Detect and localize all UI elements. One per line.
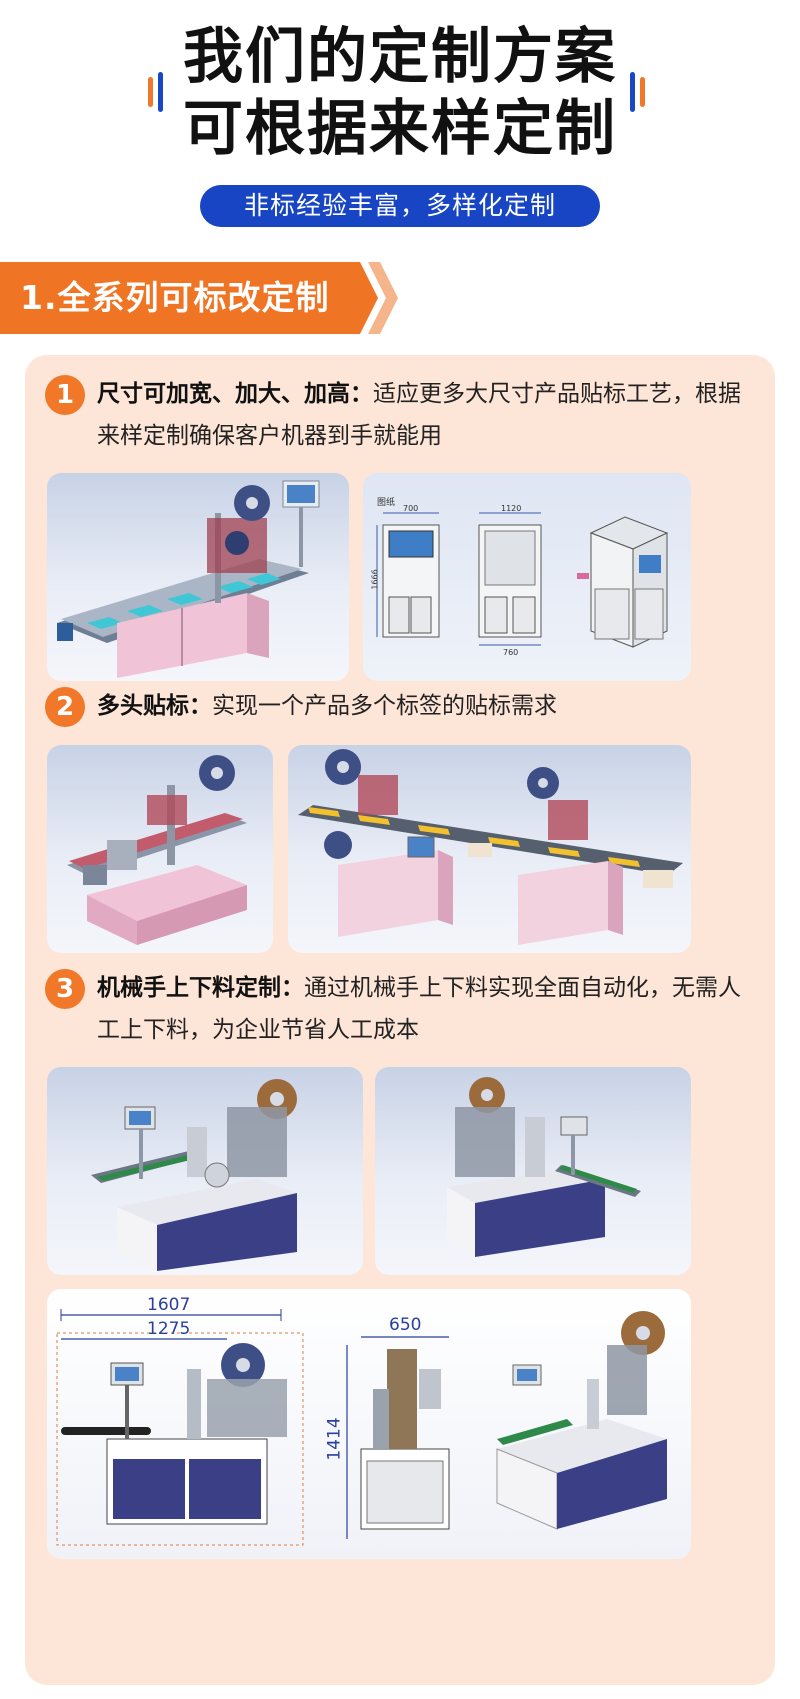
dimension-total-width: 1607 xyxy=(147,1295,191,1315)
machine-image-multihead-line xyxy=(288,745,691,953)
content-panel: 1 尺寸可加宽、加大、加高：适应更多大尺寸产品贴标工艺，根据来样定制确保客户机器… xyxy=(25,355,775,1685)
feature-item-3: 3 机械手上下料定制：通过机械手上下料实现全面自动化，无需人工上下料，为企业节省… xyxy=(45,967,760,1057)
machine-illustration xyxy=(67,755,247,945)
feature-label: 多头贴标： xyxy=(97,693,212,719)
machine-illustration xyxy=(447,1077,641,1257)
drawing-heading: 图纸 xyxy=(377,498,396,508)
decorative-bars-right xyxy=(630,72,660,112)
feature-description: 多头贴标：实现一个产品多个标签的贴标需求 xyxy=(97,685,757,727)
feature-item-1: 1 尺寸可加宽、加大、加高：适应更多大尺寸产品贴标工艺，根据来样定制确保客户机器… xyxy=(45,373,760,463)
technical-drawing-3: 1607 1275 650 1414 xyxy=(47,1289,691,1559)
decorative-bars-left xyxy=(148,72,178,112)
feature-description: 机械手上下料定制：通过机械手上下料实现全面自动化，无需人工上下料，为企业节省人工… xyxy=(97,967,757,1051)
dimension-side-width: 1120 xyxy=(501,504,522,513)
drawing-illustration xyxy=(376,512,669,648)
header: 我们的定制方案 可根据来样定制 非标经验丰富，多样化定制 xyxy=(0,0,800,240)
section-banner: 1.全系列可标改定制 xyxy=(0,262,400,334)
page-title-line1: 我们的定制方案 xyxy=(183,22,617,92)
feature-label: 尺寸可加宽、加大、加高： xyxy=(97,381,373,407)
section-title: 1.全系列可标改定制 xyxy=(20,278,330,317)
technical-drawing-1: 图纸 700 1120 1666 760 xyxy=(363,473,691,681)
machine-illustration xyxy=(91,1079,297,1271)
machine-image-robot-right xyxy=(375,1067,691,1275)
machine-image-multihead-single xyxy=(47,745,273,953)
drawing-illustration xyxy=(56,1309,667,1546)
dimension-base: 760 xyxy=(503,648,519,657)
feature-description: 尺寸可加宽、加大、加高：适应更多大尺寸产品贴标工艺，根据来样定制确保客户机器到手… xyxy=(97,373,757,457)
feature-number-badge: 1 xyxy=(45,375,85,415)
machine-image-robot-left xyxy=(47,1067,363,1275)
feature-number-badge: 2 xyxy=(45,687,85,727)
subtitle-badge: 非标经验丰富，多样化定制 xyxy=(200,185,600,227)
machine-illustration xyxy=(298,749,683,945)
page-title-line2: 可根据来样定制 xyxy=(183,94,617,164)
feature-text: 通过机械手上下料实现全面自动化，无需人工上下料，为企业节省人工成本 xyxy=(97,975,741,1043)
dimension-height: 1414 xyxy=(324,1417,345,1461)
dimension-front-width: 700 xyxy=(403,504,419,513)
feature-label: 机械手上下料定制： xyxy=(97,975,304,1001)
machine-image-wide-conveyor xyxy=(47,473,349,681)
feature-text: 适应更多大尺寸产品贴标工艺，根据来样定制确保客户机器到手就能用 xyxy=(97,381,741,449)
machine-illustration xyxy=(57,480,320,678)
feature-item-2: 2 多头贴标：实现一个产品多个标签的贴标需求 xyxy=(45,685,760,733)
feature-text: 实现一个产品多个标签的贴标需求 xyxy=(212,693,557,719)
dimension-height: 1666 xyxy=(370,569,380,590)
dimension-inner-width: 1275 xyxy=(147,1319,191,1339)
feature-number-badge: 3 xyxy=(45,969,85,1009)
banner-shape xyxy=(0,262,378,334)
dimension-depth: 650 xyxy=(389,1315,422,1335)
